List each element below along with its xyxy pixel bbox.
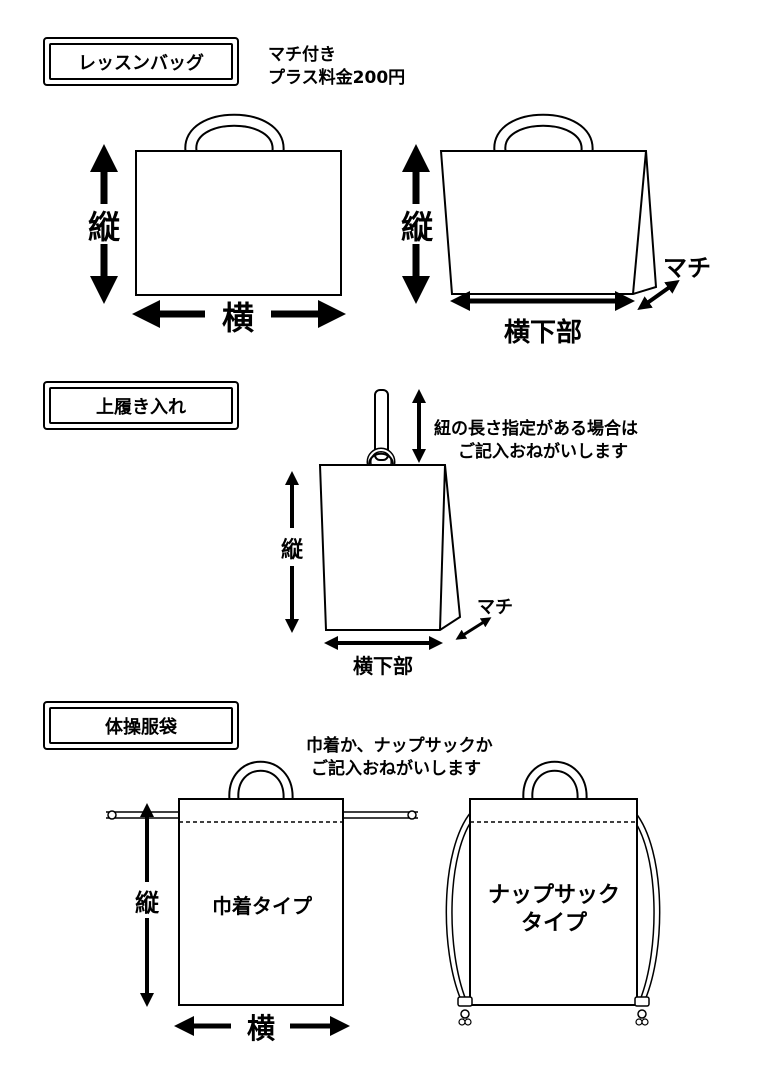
shoe-bag-gusset-depth-arrow xyxy=(455,617,492,640)
gym-bag-knapsack-type-line1: ナップサック xyxy=(488,883,620,908)
gym-bag-width-label: 横 xyxy=(247,1012,275,1045)
shoe-bag-illustration xyxy=(318,389,462,631)
lesson-bag-bottom-width-label: 横下部 xyxy=(504,318,582,348)
lesson-bag-gusset-illustration xyxy=(439,113,658,295)
lesson-bag-gusset-height-label: 縦 xyxy=(401,208,434,246)
lesson-bag-note-line2: プラス料金200円 xyxy=(268,67,405,88)
gym-bag-knapsack-illustration xyxy=(445,760,661,1026)
gym-bag-note-line1: 巾着か、ナップサックか xyxy=(306,735,493,756)
shoe-bag-note-line2: ご記入おねがいします xyxy=(458,441,628,462)
gym-bag-knapsack-type-line2: タイプ xyxy=(521,911,588,936)
lesson-bag-label-text: レッスンバッグ xyxy=(49,43,233,80)
shoe-bag-gusset-depth-label: マチ xyxy=(477,597,513,618)
shoe-bag-label-text: 上履き入れ xyxy=(49,387,233,424)
shoe-bag-bottom-width-label: 横下部 xyxy=(353,654,413,678)
gym-bag-label-text: 体操服袋 xyxy=(49,707,233,744)
shoe-bag-section-label: 上履き入れ xyxy=(43,381,239,430)
gym-bag-height-label: 縦 xyxy=(135,889,160,917)
gym-bag-section-label: 体操服袋 xyxy=(43,701,239,750)
lesson-bag-flat-illustration xyxy=(135,113,342,296)
gym-bag-note-line2: ご記入おねがいします xyxy=(311,758,481,779)
lesson-bag-flat-height-label: 縦 xyxy=(88,208,121,246)
gym-bag-drawstring-type-label: 巾着タイプ xyxy=(212,894,313,918)
shoe-bag-note-line1: 紐の長さ指定がある場合は xyxy=(434,418,638,439)
lesson-bag-gusset-depth-arrow xyxy=(637,279,680,311)
lesson-bag-gusset-depth-label: マチ xyxy=(663,254,711,282)
lesson-bag-flat-width-label: 横 xyxy=(222,299,254,337)
lesson-bag-note-line1: マチ付き xyxy=(268,44,336,65)
gym-bag-drawstring-illustration xyxy=(106,760,418,1006)
lesson-bag-section-label: レッスンバッグ xyxy=(43,37,239,86)
shoe-bag-height-label: 縦 xyxy=(281,538,304,563)
